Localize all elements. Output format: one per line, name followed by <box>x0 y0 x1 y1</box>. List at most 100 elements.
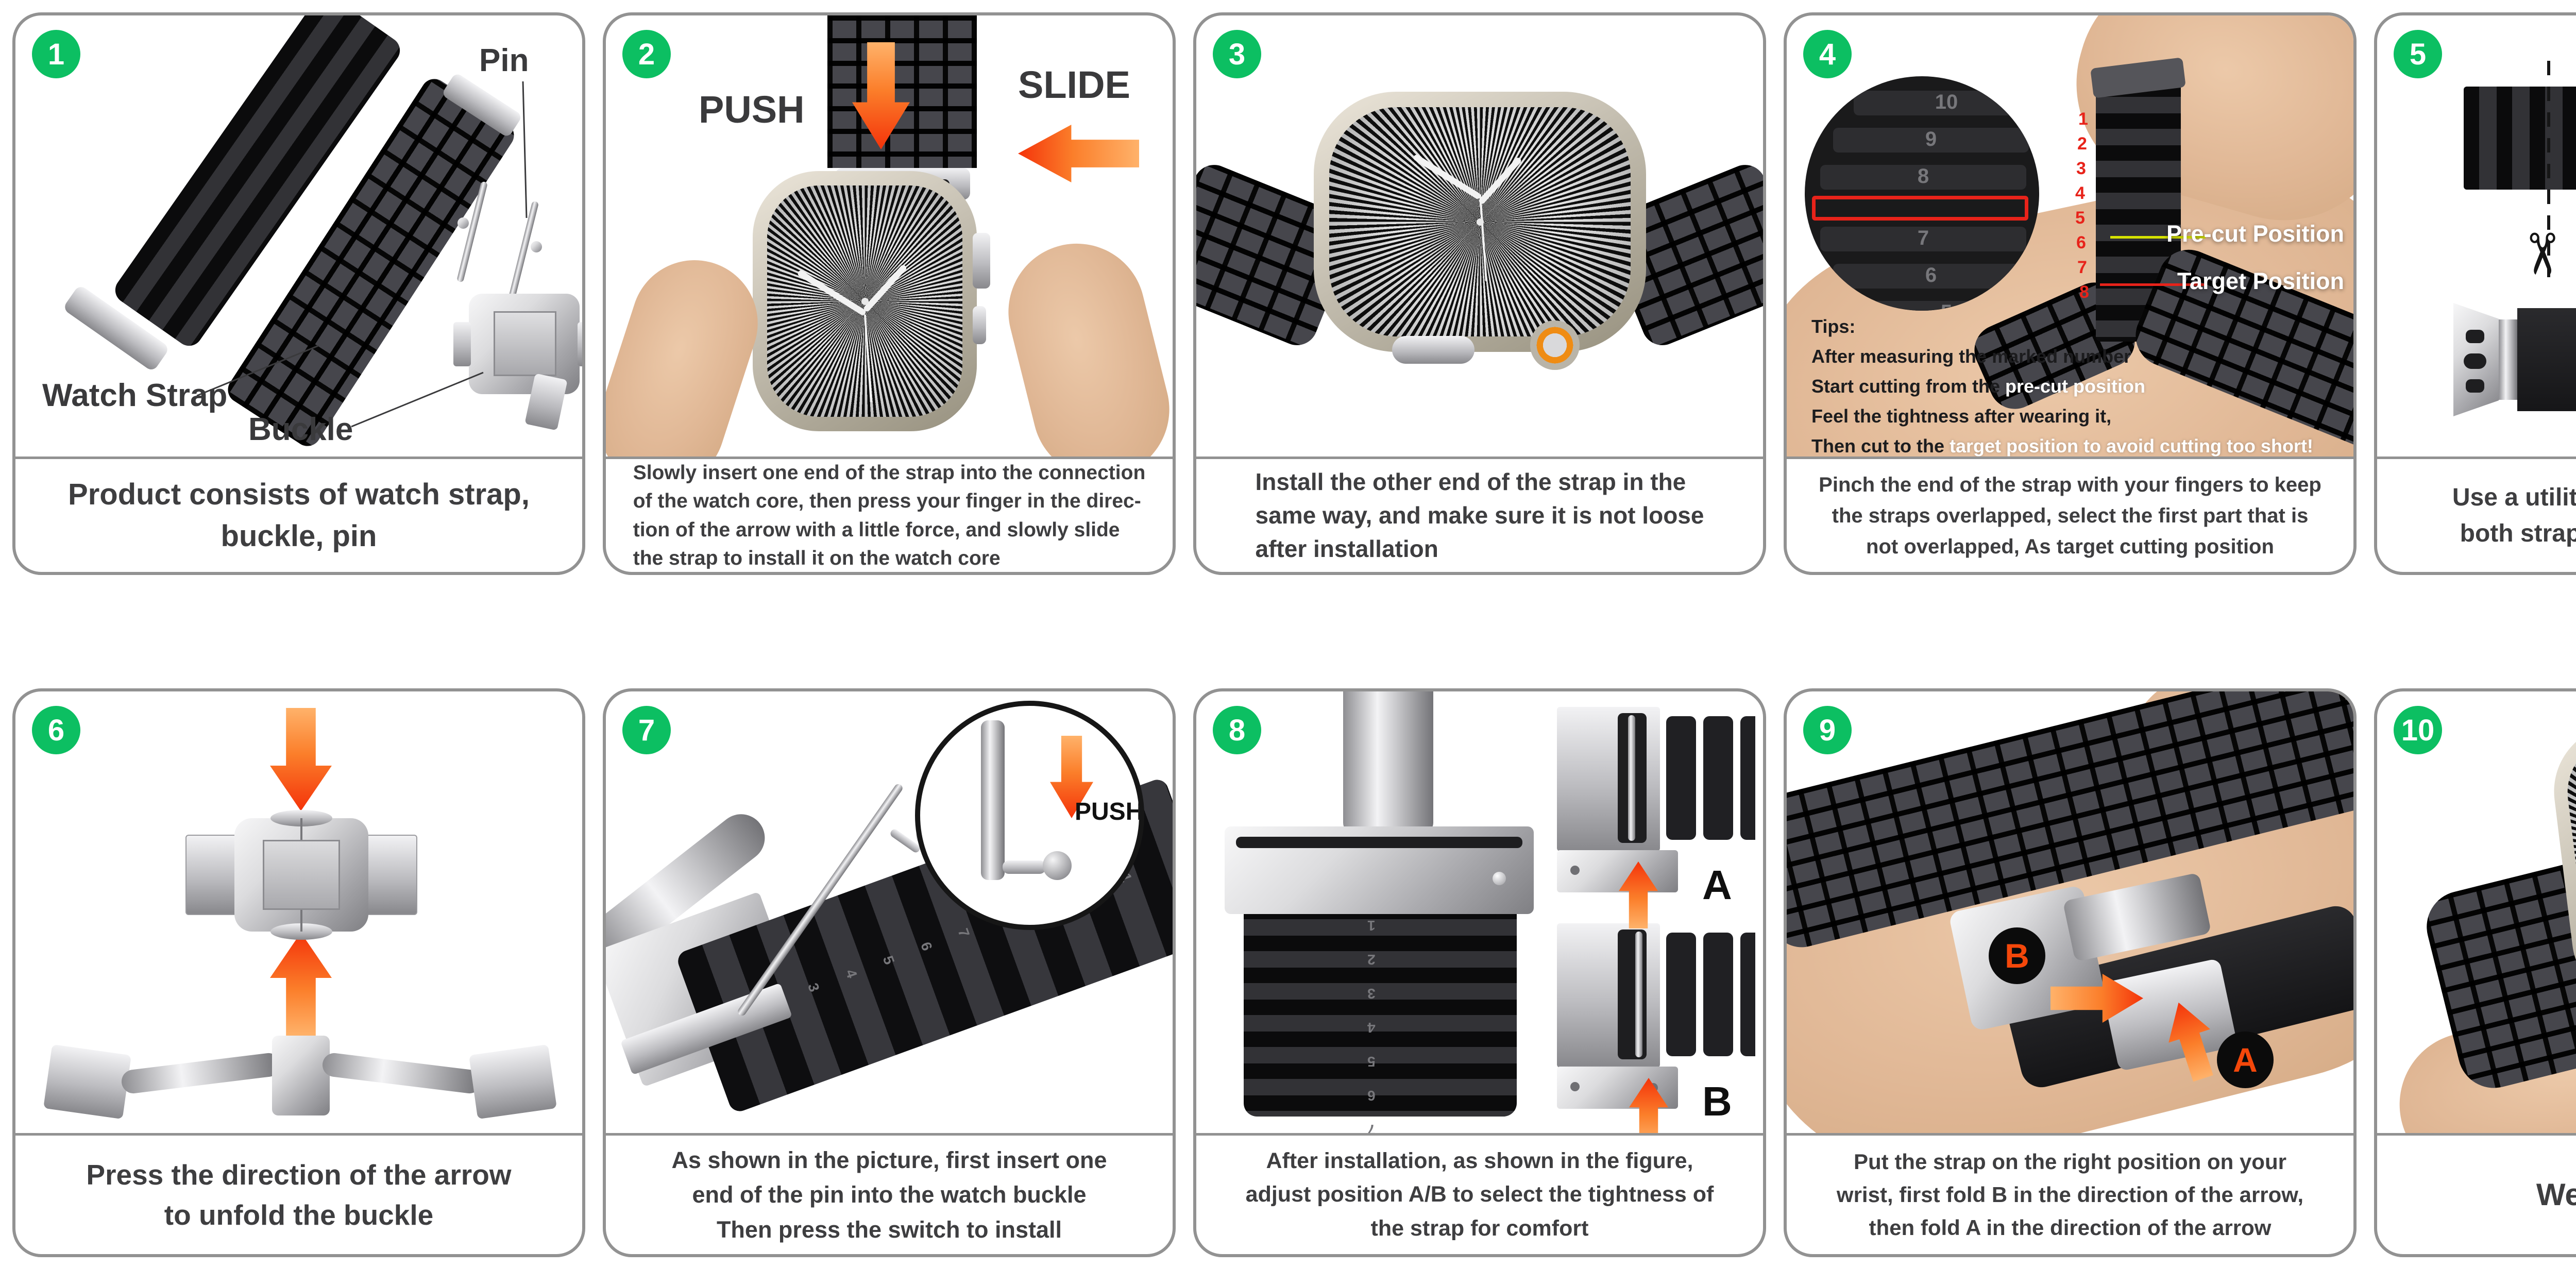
panel-5-illustration: 5 ✂ ✂ <box>2377 15 2576 457</box>
tips-line: Start cutting from the <box>1811 376 2005 397</box>
slide-label: SLIDE <box>1018 63 1130 106</box>
strap-scale-number: 3 <box>2076 159 2086 178</box>
panel-6-illustration: 6 <box>15 691 582 1133</box>
strap-scale-number: 1 <box>1367 918 1376 934</box>
precut-position-label: Pre-cut Position <box>2166 221 2344 247</box>
buckle-center-plate <box>263 840 340 910</box>
panel-step-4: 4 10 9 8 7 6 5 1 2 3 4 5 6 7 8 <box>1784 12 2357 575</box>
watch-face <box>1329 107 1631 336</box>
press-up-arrow-icon <box>270 933 332 1036</box>
fold-a-badge: A <box>2217 1032 2274 1088</box>
watch-case <box>753 171 990 431</box>
size-number: 10 <box>1935 91 1958 113</box>
side-button <box>1392 336 1475 364</box>
frame-pin-ball <box>1493 872 1506 885</box>
right-finger <box>994 229 1173 457</box>
buckle-label: Buckle <box>248 412 353 447</box>
inset-pin-stub <box>1003 860 1046 874</box>
panel-step-8: 8 1 2 3 4 5 6 7 8 <box>1193 688 1766 1257</box>
caption-text: Put the strap on the right position on y… <box>1836 1149 2304 1240</box>
step-number: 7 <box>638 713 655 747</box>
panel-7-illustration: 7 1 2 3 4 5 6 7 8 9 10 11 <box>606 691 1173 1133</box>
inset-rib <box>1703 716 1733 840</box>
adapter-slot <box>2466 379 2484 393</box>
size-number: 7 <box>1917 227 1929 249</box>
second-hand <box>1479 194 1487 282</box>
tips-block: Tips: After measuring the marked number … <box>1811 317 2313 455</box>
push-inset-circle: PUSH <box>915 701 1144 930</box>
panel-step-3: 3 Install the other end of the strap in … <box>1193 12 1766 575</box>
inset-rib <box>1740 716 1755 840</box>
panel-9-illustration: 9 B A <box>1787 691 2353 1133</box>
step-number: 2 <box>638 37 655 71</box>
panel-1-caption: Product consists of watch strap, buckle,… <box>15 457 582 572</box>
caption-text: As shown in the picture, first insert on… <box>671 1146 1107 1243</box>
step-badge-3: 3 <box>1213 30 1261 78</box>
caption-text: Install the other end of the strap in th… <box>1255 468 1704 563</box>
tips-highlight: target position to avoid cutting too sho… <box>1949 435 2313 457</box>
frame-slot <box>1236 837 1522 848</box>
pin-2-ball <box>531 241 542 252</box>
buckle-right-tab <box>578 322 582 366</box>
plate-screw <box>1570 866 1580 875</box>
panel-1-illustration: 1 Pin Watch Strap Buckle <box>15 15 582 457</box>
caption-text: Pinch the end of the strap with your fin… <box>1819 473 2321 558</box>
buckle-closed-top-view <box>185 810 417 940</box>
adjust-inset-a: A <box>1557 707 1755 928</box>
target-position-label: Target Position <box>2177 268 2344 294</box>
left-finger <box>606 244 774 457</box>
clasp-arm <box>1343 691 1433 833</box>
step-number: 9 <box>1819 713 1836 747</box>
hour-hand <box>1478 157 1522 206</box>
buckle-unfolded <box>15 1021 582 1129</box>
strap-scale-number: 7 <box>1367 1122 1376 1133</box>
step-number: 1 <box>47 37 65 71</box>
strap-scale-number: 6 <box>917 940 936 953</box>
step-number: 3 <box>1228 37 1246 71</box>
panel-2-caption: Slowly insert one end of the strap into … <box>606 457 1173 572</box>
panel-3-caption: Install the other end of the strap in th… <box>1196 457 1763 572</box>
adapter-slot <box>2464 353 2486 369</box>
bottom-strap-adapter <box>2453 303 2499 416</box>
caption-text: Press the direction of the arrow to unfo… <box>86 1158 512 1231</box>
magnifier-rib: 8 <box>1820 165 2026 190</box>
crown <box>1530 320 1580 370</box>
fold-a-letter: A <box>2233 1041 2258 1079</box>
strap-scale-number: 4 <box>2075 183 2085 203</box>
tips-title: Tips: <box>1811 316 1856 337</box>
panel-10-illustration: 10 <box>2377 691 2576 1133</box>
pin-2 <box>506 200 539 308</box>
magnifier-rib: 6 <box>1833 264 2029 289</box>
magnifier-rib: 9 <box>1833 128 2029 153</box>
inset-rib <box>1666 716 1696 840</box>
tips-line: Then cut to the <box>1811 435 1950 457</box>
plate-screw <box>1570 1082 1580 1091</box>
strap-scale-number: 4 <box>842 967 860 980</box>
panel-8-illustration: 8 1 2 3 4 5 6 7 8 <box>1196 691 1763 1133</box>
step-number: 4 <box>1819 37 1836 71</box>
panel-4-illustration: 4 10 9 8 7 6 5 1 2 3 4 5 6 7 8 <box>1787 15 2353 457</box>
minute-hand <box>796 269 867 316</box>
strap-scale-numbers: 1 2 3 4 5 6 7 8 <box>1367 917 1376 1133</box>
caption-text: After installation, as shown in the figu… <box>1245 1148 1714 1241</box>
panel-2-illustration: 2 PUSH SLIDE <box>606 15 1173 457</box>
pin-1-ball <box>457 217 469 229</box>
hands-pivot <box>861 297 869 305</box>
strap-scale-number: 5 <box>2075 208 2085 228</box>
strap-scale-number: 5 <box>880 953 898 967</box>
hour-hand <box>862 263 908 313</box>
press-down-arrow-icon <box>270 708 332 811</box>
inset-rib <box>1703 933 1733 1056</box>
strap-scale-number: 1 <box>2078 109 2088 129</box>
target-line <box>2100 283 2206 286</box>
panel-3-illustration: 3 <box>1196 15 1763 457</box>
step-number: 10 <box>2401 713 2435 747</box>
inset-rib <box>1740 933 1755 1056</box>
fold-b-letter: B <box>2005 937 2029 975</box>
unfolded-right-arm <box>321 1052 483 1095</box>
magnifier-rib: 5 <box>1854 301 2039 311</box>
slide-arrow-icon <box>1018 125 1139 182</box>
strap-scale-number: 4 <box>1367 1020 1376 1036</box>
unfolded-left-arm <box>120 1052 282 1095</box>
